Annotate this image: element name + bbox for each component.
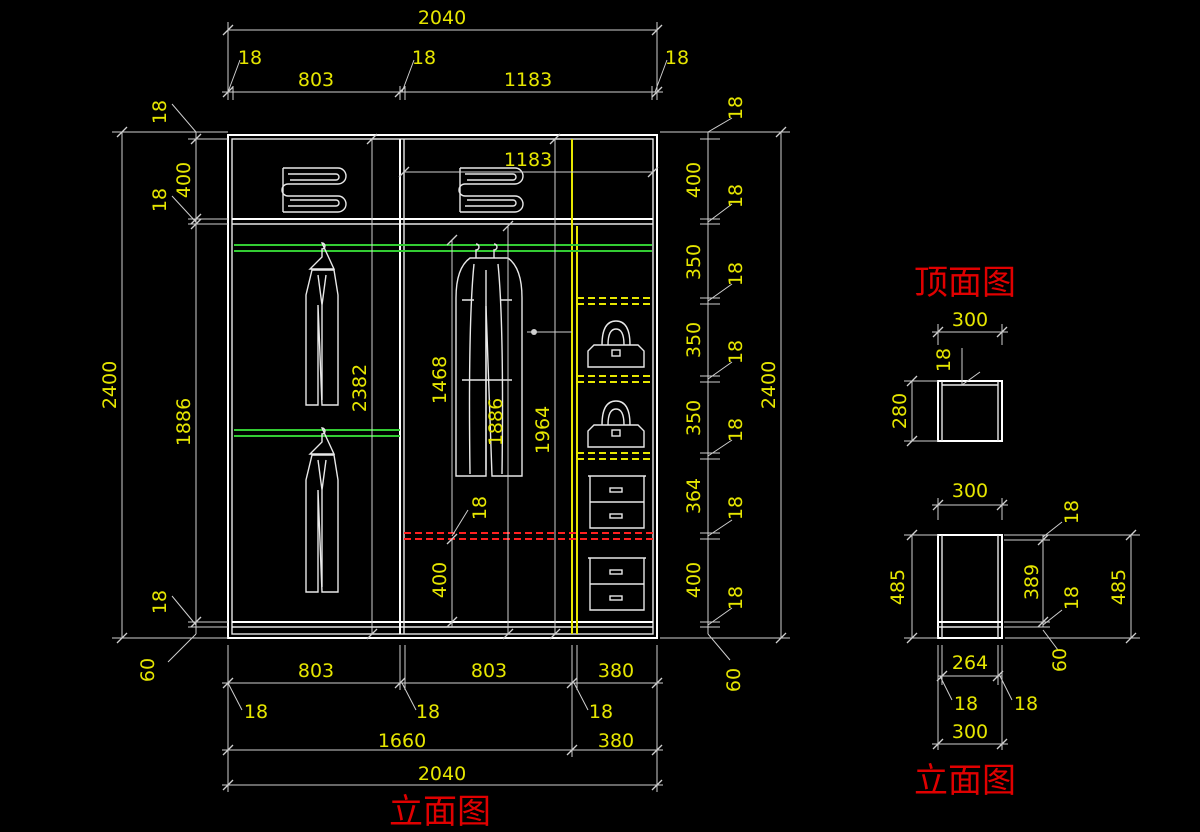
bottom-dimensions: [222, 645, 663, 792]
side-elevation-title: 立面图: [914, 761, 1016, 801]
dim-inner-top-span: 1183: [504, 149, 552, 171]
dim-right-s2: 350: [683, 244, 705, 280]
dim-right-s3: 350: [683, 322, 705, 358]
dim-right-s6: 400: [683, 562, 705, 598]
dim-bottom-b1: 18: [244, 701, 268, 723]
right-dimensions: [660, 117, 790, 661]
dim-inner-mid-clear: 1886: [485, 398, 507, 446]
dim-bottom-w1: 803: [298, 660, 334, 682]
folded-towel-icon: [281, 167, 347, 213]
storage-box-icon: [588, 557, 646, 611]
top-dimensions: [222, 22, 668, 100]
side-view-inner-height: 389: [1021, 564, 1043, 600]
inner-dimensions: [366, 133, 659, 640]
top-view-board: 18: [933, 348, 955, 372]
dim-right-s5: 364: [683, 478, 705, 514]
dim-inner-bottom-space: 400: [429, 562, 451, 598]
coat-on-hanger-icon: [305, 242, 339, 406]
dim-left-top-board-a: 18: [149, 100, 171, 124]
dim-right-b7: 18: [725, 586, 747, 610]
dim-right-b5: 18: [725, 418, 747, 442]
dim-right-s1: 400: [683, 162, 705, 198]
side-view-right-height: 485: [1108, 569, 1130, 605]
dim-bottom-b2: 18: [416, 701, 440, 723]
storage-box-icon: [588, 475, 646, 529]
side-view-left-height: 485: [887, 569, 909, 605]
dimension-labels: 2040 18 803 18 1183 18 2400 18 400 18 18…: [99, 7, 780, 785]
dim-top-overall: 2040: [418, 7, 466, 29]
side-view-board-bottom: 18: [1061, 586, 1083, 610]
top-view: 顶面图 300 18 280: [889, 263, 1016, 447]
dim-bottom-w2: 803: [471, 660, 507, 682]
dim-left-top-board-b: 18: [149, 188, 171, 212]
side-view-inner-width: 264: [952, 652, 988, 674]
dim-right-b4: 18: [725, 340, 747, 364]
dim-inner-right-clear: 1964: [532, 406, 554, 454]
side-view: 300 485 389 18 18 60 485: [887, 480, 1140, 801]
dim-right-b3: 18: [725, 262, 747, 286]
side-view-box: [937, 534, 1003, 639]
top-view-depth: 280: [889, 393, 911, 429]
dim-right-plinth: 60: [723, 668, 745, 692]
side-view-board-left: 18: [954, 693, 978, 715]
dim-bottom-sum-right: 380: [598, 730, 634, 752]
dim-inner-left-clear: 2382: [349, 364, 371, 412]
side-view-top-width: 300: [952, 480, 988, 502]
dim-inner-rail-board: 18: [469, 496, 491, 520]
dim-right-b6: 18: [725, 496, 747, 520]
dim-right-b1: 18: [725, 96, 747, 120]
wardrobe-inner-frame: [231, 138, 654, 635]
dim-top-width-left: 803: [298, 69, 334, 91]
dim-left-plinth: 60: [137, 658, 159, 682]
dim-top-board-mid: 18: [412, 47, 436, 69]
handbag-icon: [587, 400, 645, 448]
side-view-plinth: 60: [1049, 648, 1071, 672]
side-view-board-right: 18: [1014, 693, 1038, 715]
dim-right-s4: 350: [683, 400, 705, 436]
dim-top-width-right: 1183: [504, 69, 552, 91]
handbag-icon: [587, 320, 645, 368]
left-dimensions: [112, 103, 228, 663]
coat-on-hanger-icon: [305, 427, 339, 593]
dim-bottom-b3: 18: [589, 701, 613, 723]
dim-left-top-space: 400: [173, 162, 195, 198]
wardrobe-outer-frame: [227, 134, 658, 639]
top-view-box: [937, 380, 1003, 442]
dim-top-board-left: 18: [238, 47, 262, 69]
dim-left-bottom-board: 18: [149, 590, 171, 614]
side-view-bottom-width: 300: [952, 721, 988, 743]
dim-bottom-overall: 2040: [418, 763, 466, 785]
front-elevation-title: 立面图: [389, 792, 491, 832]
dim-bottom-sum-left: 1660: [378, 730, 426, 752]
top-view-title: 顶面图: [914, 263, 1016, 303]
side-view-board-top: 18: [1061, 500, 1083, 524]
dim-bottom-w3: 380: [598, 660, 634, 682]
dim-top-board-right: 18: [665, 47, 689, 69]
dim-right-overall: 2400: [758, 361, 780, 409]
top-view-width: 300: [952, 309, 988, 331]
coat-on-hanger-icon: [455, 243, 523, 477]
dim-right-b2: 18: [725, 184, 747, 208]
dim-left-overall: 2400: [99, 361, 121, 409]
dim-left-main-space: 1886: [173, 398, 195, 446]
folded-towel-icon: [458, 167, 524, 213]
dim-inner-garment-height: 1468: [429, 356, 451, 404]
